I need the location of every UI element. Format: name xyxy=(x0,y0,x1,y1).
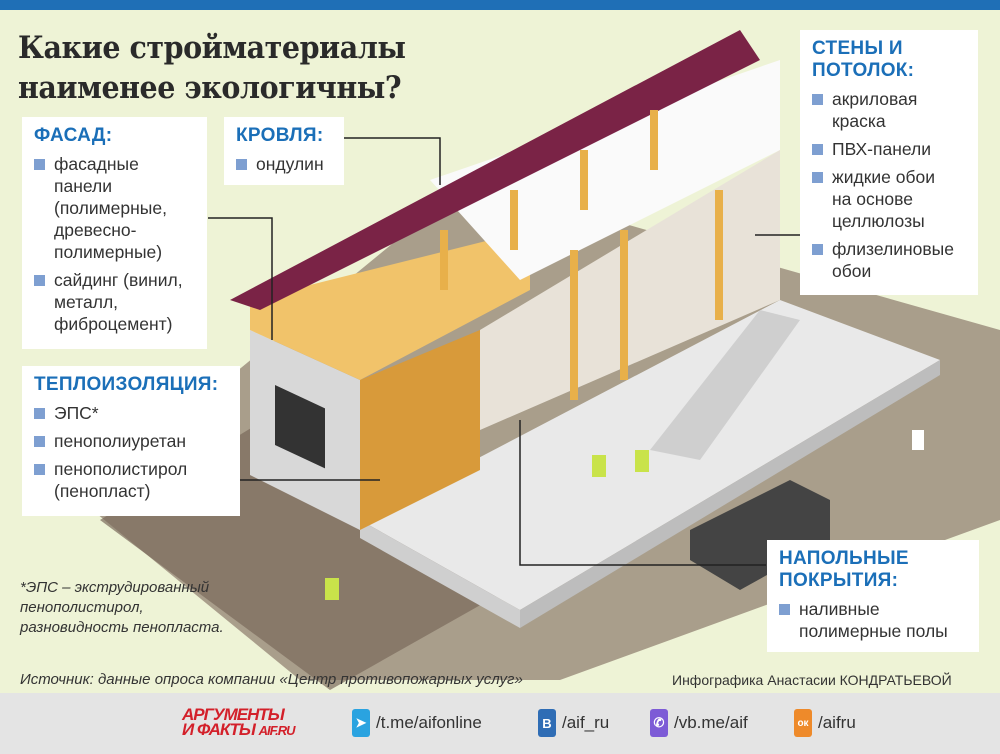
floor-slab-side xyxy=(360,520,520,628)
floor-box: НАПОЛЬНЫЕ ПОКРЫТИЯ: наливные полимерные … xyxy=(767,540,979,652)
footer: АРГУМЕНТЫ И ФАКТЫ AIF.RU ➤ /t.me/aifonli… xyxy=(0,693,1000,754)
walls-item: ПВХ-панели xyxy=(812,138,968,160)
back-wall xyxy=(480,150,780,430)
walls-item: акриловая краска xyxy=(812,88,942,132)
telegram-link[interactable]: ➤ /t.me/aifonline xyxy=(352,709,482,737)
walls-box: СТЕНЫ И ПОТОЛОК: акриловая краска ПВХ-па… xyxy=(800,30,978,295)
floor-item: наливные полимерные полы xyxy=(779,598,959,642)
facade-item: сайдинг (винил, металл, фиброцемент) xyxy=(34,269,197,335)
workers xyxy=(325,430,924,600)
insulation-wall xyxy=(360,330,480,530)
leader-lines xyxy=(208,137,800,566)
vk-icon: В xyxy=(538,709,556,737)
credit: Инфографика Анастасии КОНДРАТЬЕВОЙ xyxy=(672,672,952,688)
floor-slab xyxy=(360,300,940,610)
telegram-icon: ➤ xyxy=(352,709,370,737)
odnoklassniki-icon: ок xyxy=(794,709,812,737)
walls-item: жидкие обои на основе целлюлозы xyxy=(812,166,952,232)
roof-heading: КРОВЛЯ: xyxy=(236,125,324,146)
insulation-item: пенополиуретан xyxy=(34,430,230,452)
tarp-pile xyxy=(690,480,830,590)
viber-icon: ✆ xyxy=(650,709,668,737)
rafters xyxy=(440,110,658,290)
walls-heading: СТЕНЫ И ПОТОЛОК: xyxy=(812,38,915,81)
page-title: Какие стройматериалы наименее экологичны… xyxy=(18,30,406,106)
aif-logo[interactable]: АРГУМЕНТЫ И ФАКТЫ AIF.RU xyxy=(182,705,296,739)
walls-item: флизелиновые обои xyxy=(812,238,962,282)
insulation-heading: ТЕПЛОИЗОЛЯЦИЯ: xyxy=(34,374,219,395)
roof-box: КРОВЛЯ: ондулин xyxy=(224,117,344,185)
window xyxy=(275,384,325,469)
facade-heading: ФАСАД: xyxy=(34,125,113,146)
insulation-item: пенополистирол (пенопласт) xyxy=(34,458,194,502)
roof xyxy=(230,30,760,310)
insulation-box: ТЕПЛОИЗОЛЯЦИЯ: ЭПС* пенополиуретан пеноп… xyxy=(22,366,240,516)
floor-slab-edge xyxy=(520,360,940,628)
viber-link[interactable]: ✆ /vb.me/aif xyxy=(650,709,748,737)
floor-heading: НАПОЛЬНЫЕ ПОКРЫТИЯ: xyxy=(779,548,909,591)
facade-box: ФАСАД: фасадные панели (полимерные, древ… xyxy=(22,117,207,349)
insulation-item: ЭПС* xyxy=(34,402,230,424)
columns xyxy=(570,190,723,400)
footnote: *ЭПС – экструдированный пенополистирол, … xyxy=(20,579,224,636)
top-bar xyxy=(0,0,1000,10)
facade-item: фасадные панели (полимерные, древесно-по… xyxy=(34,153,197,263)
stairs xyxy=(650,310,800,460)
attic-wall xyxy=(250,230,530,380)
odnoklassniki-link[interactable]: ок /aifru xyxy=(794,709,856,737)
vk-link[interactable]: В /aif_ru xyxy=(538,709,609,737)
roof-item: ондулин xyxy=(236,153,334,175)
source: Источник: данные опроса компании «Центр … xyxy=(20,671,523,688)
